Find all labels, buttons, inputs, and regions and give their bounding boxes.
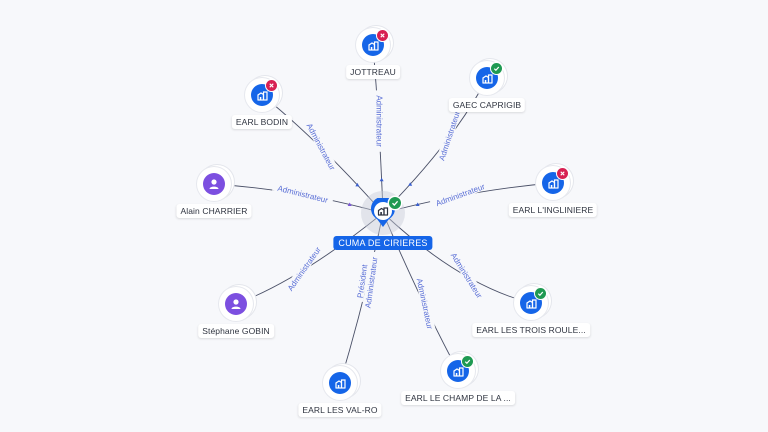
node-label[interactable]: JOTTREAU [346, 65, 400, 79]
relation-label: Administrateur [286, 245, 323, 293]
relation-label: Administrateur [277, 184, 330, 205]
check-icon [464, 359, 471, 365]
check-icon [493, 66, 500, 72]
check-icon [537, 291, 544, 297]
edge-label-earl-lingliniere: Administrateur [429, 179, 491, 209]
status-active-badge [491, 63, 502, 74]
node-label[interactable]: EARL L'INGLINIERE [508, 203, 598, 217]
edge-arrow-icon [355, 182, 360, 187]
status-inactive-badge [377, 30, 388, 41]
relation-label: Administrateur [305, 122, 337, 172]
node-label[interactable]: EARL LE CHAMP DE LA ... [401, 391, 515, 405]
building-icon [547, 178, 559, 189]
company-avatar [329, 372, 351, 394]
map-pin-icon [371, 198, 395, 227]
building-icon [525, 298, 537, 309]
node-label[interactable]: EARL BODIN [231, 115, 293, 129]
node-label[interactable]: GAEC CAPRIGIB [448, 98, 526, 112]
edge-label-gaec-caprigib: Administrateur [434, 104, 463, 167]
edge-label-earl-bodin: Administrateur [303, 117, 340, 176]
person-avatar [225, 293, 247, 315]
node-label[interactable]: Alain CHARRIER [176, 204, 252, 218]
edge-label-earl-le-champ-de-la: Administrateur [414, 272, 437, 335]
edge-arrow-icon [347, 202, 352, 206]
building-icon [452, 366, 464, 377]
check-icon [392, 200, 399, 206]
edge-label-jottreau: Administrateur [374, 90, 385, 152]
node-label[interactable]: Stéphane GOBIN [198, 324, 274, 338]
building-icon [367, 40, 379, 51]
edge-label-alain-charrier: Administrateur [272, 181, 334, 206]
building-icon [377, 207, 389, 216]
node-label[interactable]: EARL LES VAL-RO [298, 403, 382, 417]
relation-label: Administrateur [374, 95, 383, 147]
status-active-badge [389, 197, 401, 209]
close-icon [380, 33, 385, 38]
person-avatar [203, 173, 225, 195]
person-icon [231, 299, 241, 309]
close-icon [560, 171, 565, 176]
person-icon [209, 179, 219, 189]
status-inactive-badge [557, 168, 568, 179]
edge-arrow-icon [408, 182, 413, 186]
status-active-badge [462, 356, 473, 367]
relation-label: Administrateur [435, 182, 487, 208]
edge-label-stephane-gobin: Administrateur [282, 240, 325, 297]
edge-arrow-icon [415, 202, 420, 206]
node-label[interactable]: EARL LES TROIS ROULE... [472, 323, 590, 337]
relation-label: Administrateur [449, 251, 484, 300]
building-icon [334, 378, 346, 389]
building-icon [256, 90, 268, 101]
building-icon [481, 73, 493, 84]
status-inactive-badge [266, 80, 277, 91]
status-active-badge [535, 288, 546, 299]
relation-label: Administrateur [437, 110, 462, 162]
center-node-label[interactable]: CUMA DE CIRIERES [333, 236, 433, 250]
edge-label-earl-les-trois-roule: Administrateur [447, 246, 488, 304]
edge-arrow-icon [379, 177, 384, 182]
close-icon [269, 83, 274, 88]
relation-label: Administrateur [415, 278, 435, 331]
